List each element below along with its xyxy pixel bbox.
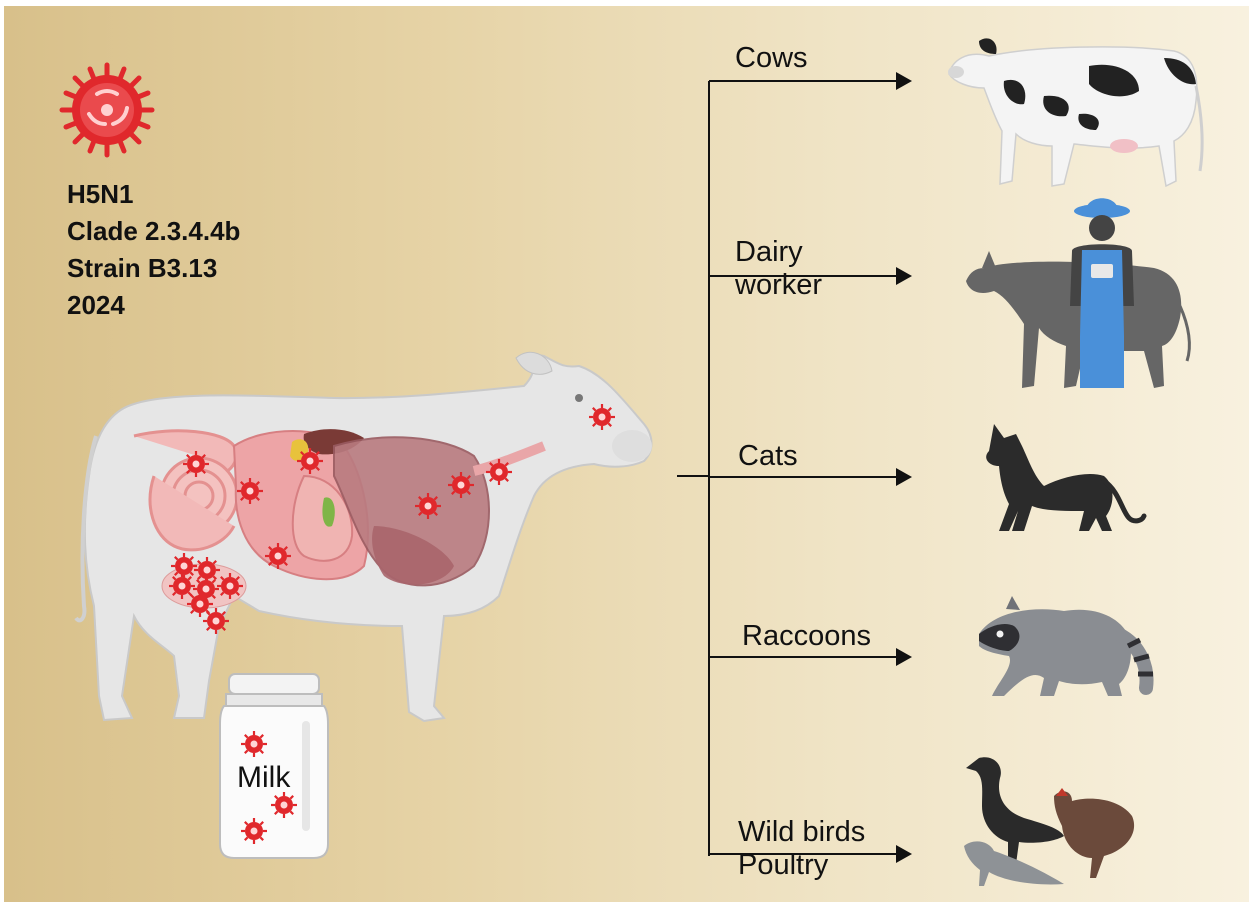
diagram-svg [4, 6, 1249, 902]
diagram-canvas: H5N1 Clade 2.3.4.4b Strain B3.13 2024 Mi… [4, 6, 1249, 902]
label-birds-line-1: Wild birds [738, 816, 865, 849]
virus-icon [62, 65, 152, 155]
label-birds: Wild birds Poultry [738, 816, 865, 882]
virus-year: 2024 [67, 287, 240, 324]
label-cats: Cats [738, 440, 798, 473]
virus-strain: Strain B3.13 [67, 250, 240, 287]
label-raccoons-line-1: Raccoons [742, 620, 871, 653]
dairy-worker-icon [966, 198, 1189, 388]
label-dairy-worker-line-1: Dairy [735, 236, 822, 269]
label-dairy-worker: Dairy worker [735, 236, 822, 302]
label-cows-line-1: Cows [735, 42, 808, 75]
virus-name: H5N1 [67, 176, 240, 213]
infected-cow-illustration [76, 352, 652, 721]
virus-clade: Clade 2.3.4.4b [67, 213, 240, 250]
label-birds-line-2: Poultry [738, 849, 865, 882]
raccoon-icon [979, 596, 1153, 696]
birds-icon [964, 757, 1134, 886]
label-dairy-worker-line-2: worker [735, 269, 822, 302]
label-cats-line-1: Cats [738, 440, 798, 473]
milk-label: Milk [237, 761, 290, 795]
label-raccoons: Raccoons [742, 620, 871, 653]
label-cows: Cows [735, 42, 808, 75]
cow-icon [948, 38, 1202, 186]
cat-icon [986, 424, 1144, 531]
virus-info: H5N1 Clade 2.3.4.4b Strain B3.13 2024 [67, 176, 240, 324]
